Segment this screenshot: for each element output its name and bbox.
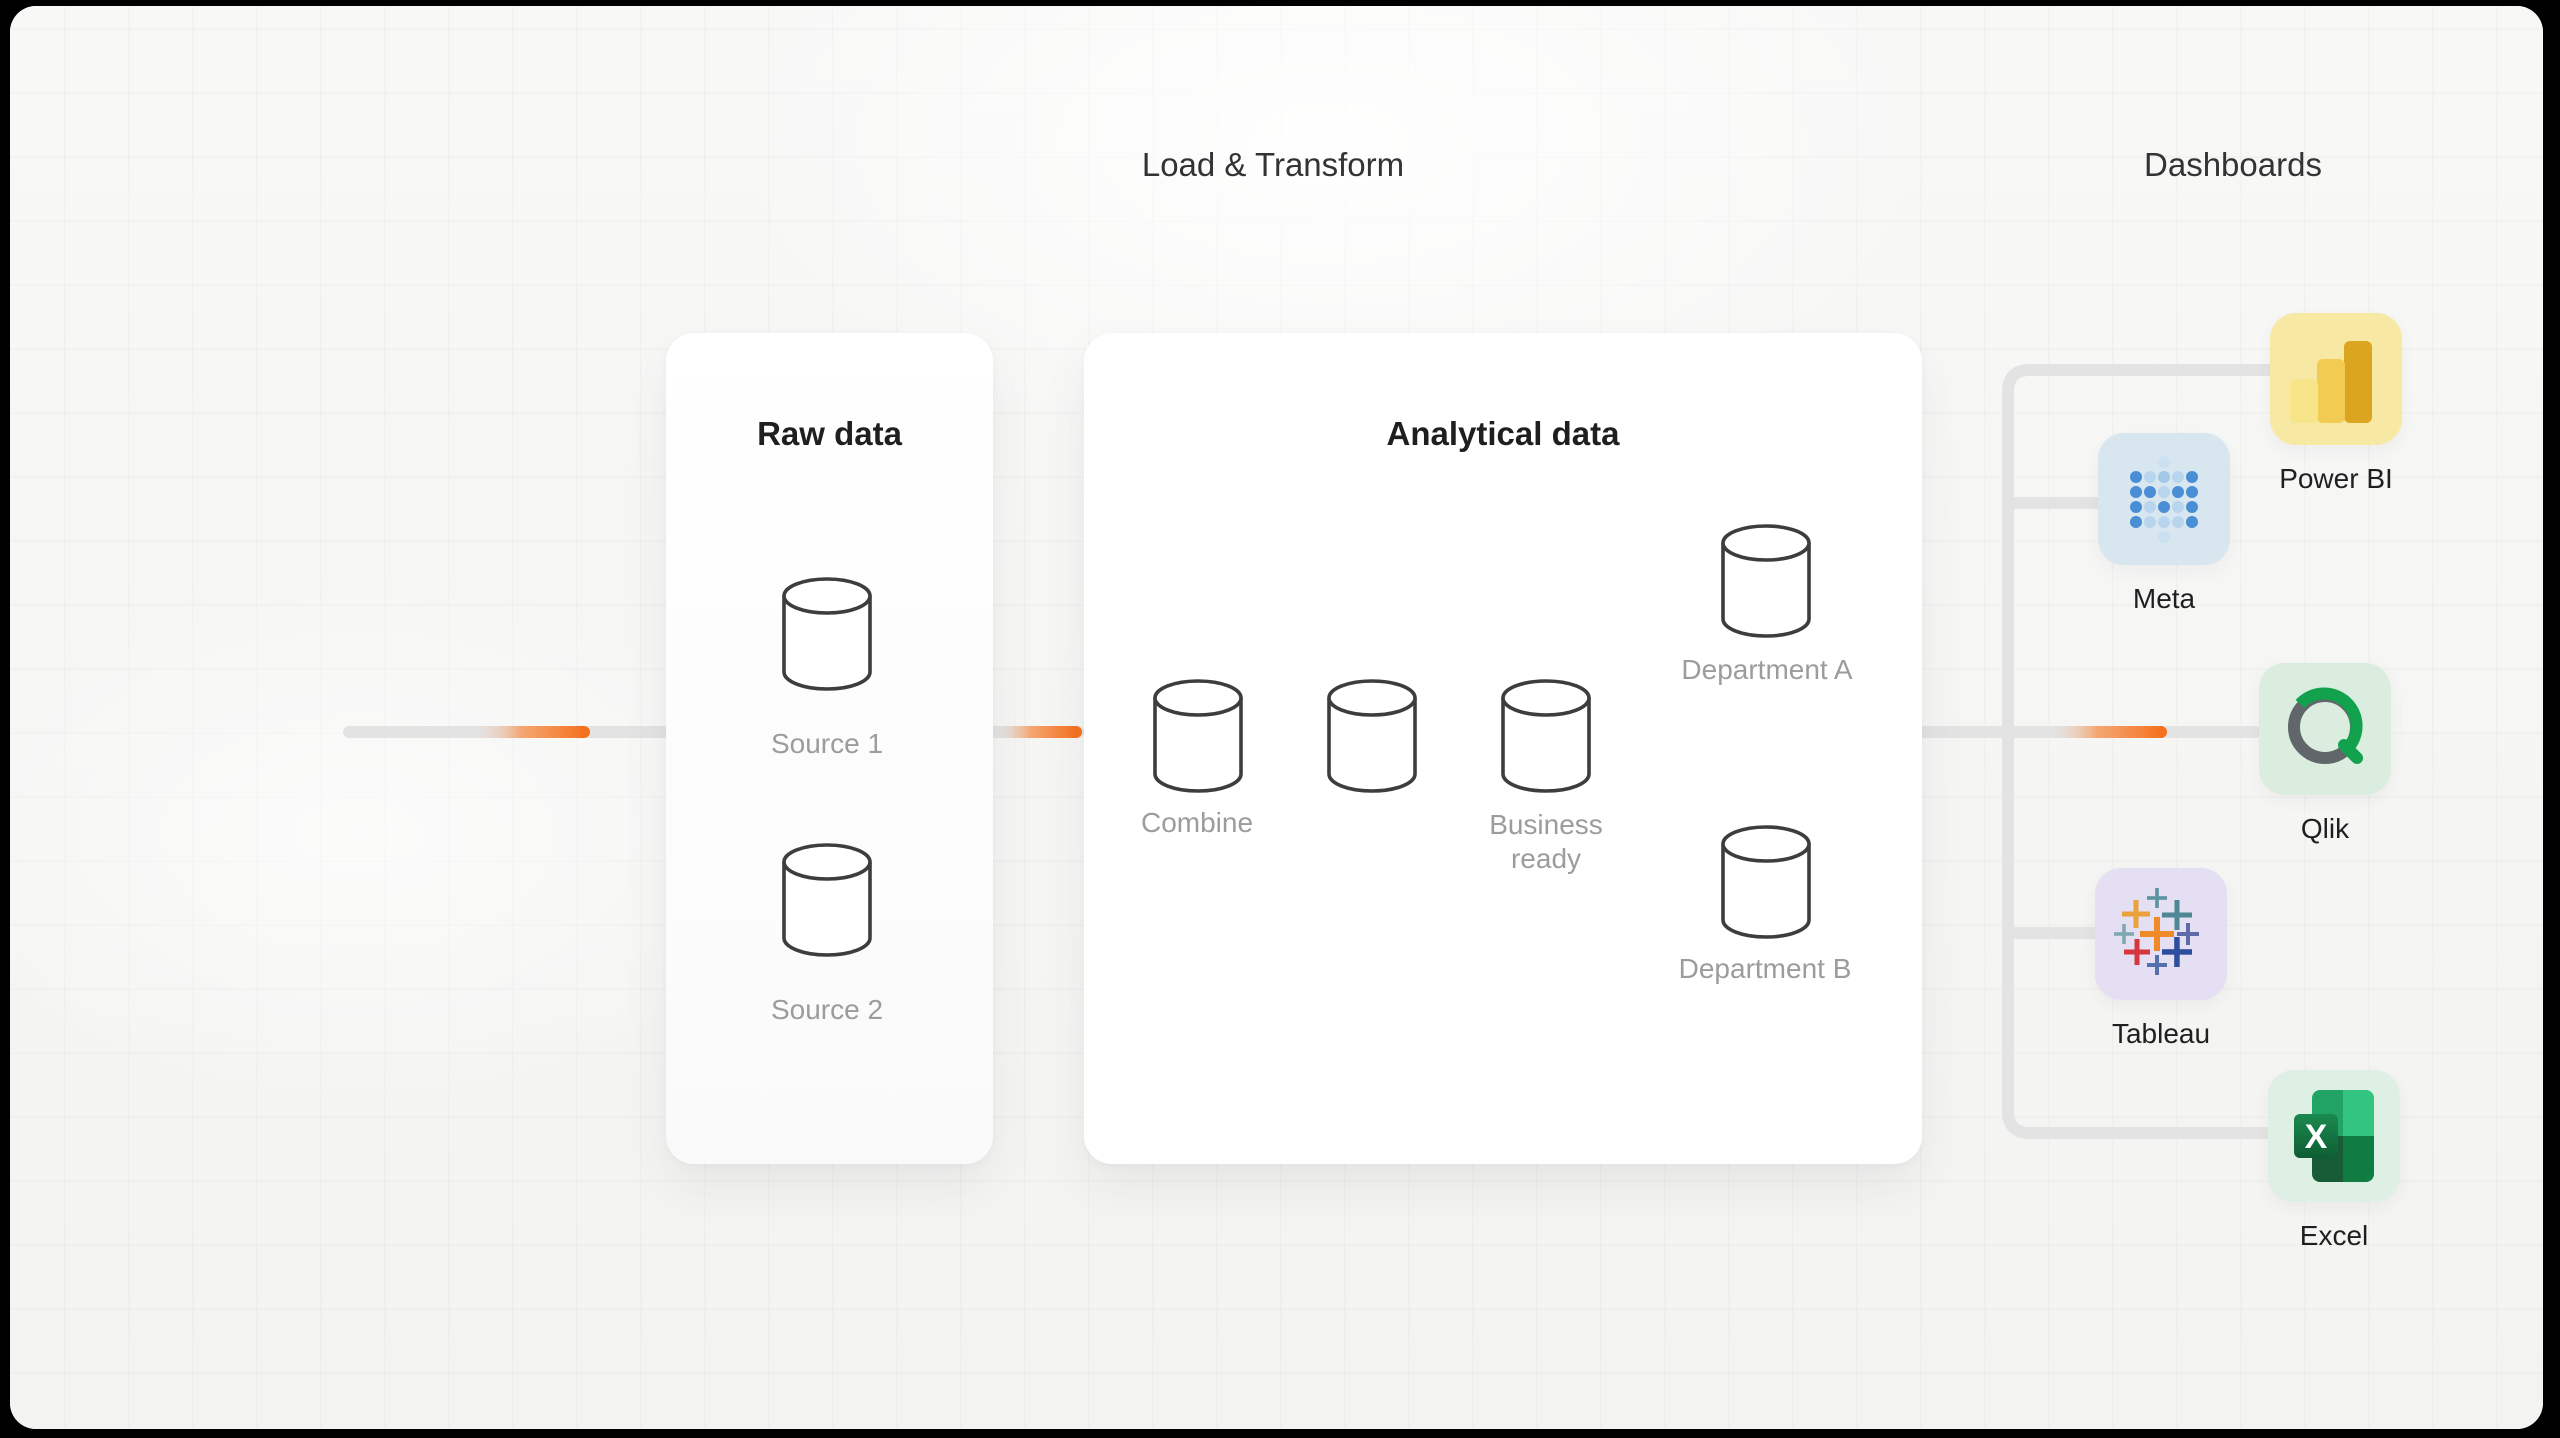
raw-data-panel: Raw data — [666, 333, 993, 1164]
database-cylinder-icon — [779, 575, 875, 693]
business-ready-label: Business ready — [1489, 809, 1603, 874]
source-1-label: Source 1 — [770, 728, 884, 759]
dashboards-title: Dashboards — [2144, 146, 2322, 183]
svg-text:X: X — [2305, 1118, 2328, 1156]
database-cylinder-icon — [1718, 522, 1814, 640]
database-cylinder-icon — [1324, 677, 1420, 795]
meta-icon — [2098, 433, 2230, 565]
load-transform-title: Load & Transform — [1141, 146, 1405, 183]
diagram-canvas: Load & Transform Dashboards — [10, 6, 2543, 1429]
power-bi-icon — [2270, 313, 2402, 445]
department-b-label: Department B — [1678, 953, 1852, 984]
meta-label: Meta — [2132, 583, 2196, 614]
database-cylinder-icon — [1150, 677, 1246, 795]
tableau-icon — [2095, 868, 2227, 1000]
qlik-icon — [2259, 663, 2391, 795]
excel-icon: X — [2268, 1070, 2400, 1202]
tableau-label: Tableau — [2111, 1018, 2211, 1049]
database-cylinder-icon — [1498, 677, 1594, 795]
excel-label: Excel — [2299, 1220, 2369, 1251]
raw-data-title: Raw data — [757, 415, 902, 452]
video-frame: Load & Transform Dashboards — [10, 6, 2543, 1429]
source-2-label: Source 2 — [770, 994, 884, 1025]
database-cylinder-icon — [779, 841, 875, 959]
database-cylinder-icon — [1718, 823, 1814, 941]
power-bi-label: Power BI — [2279, 463, 2393, 494]
department-a-label: Department A — [1681, 654, 1853, 685]
combine-label: Combine — [1140, 807, 1254, 838]
analytical-data-title: Analytical data — [1386, 415, 1620, 452]
qlik-label: Qlik — [2300, 813, 2350, 844]
